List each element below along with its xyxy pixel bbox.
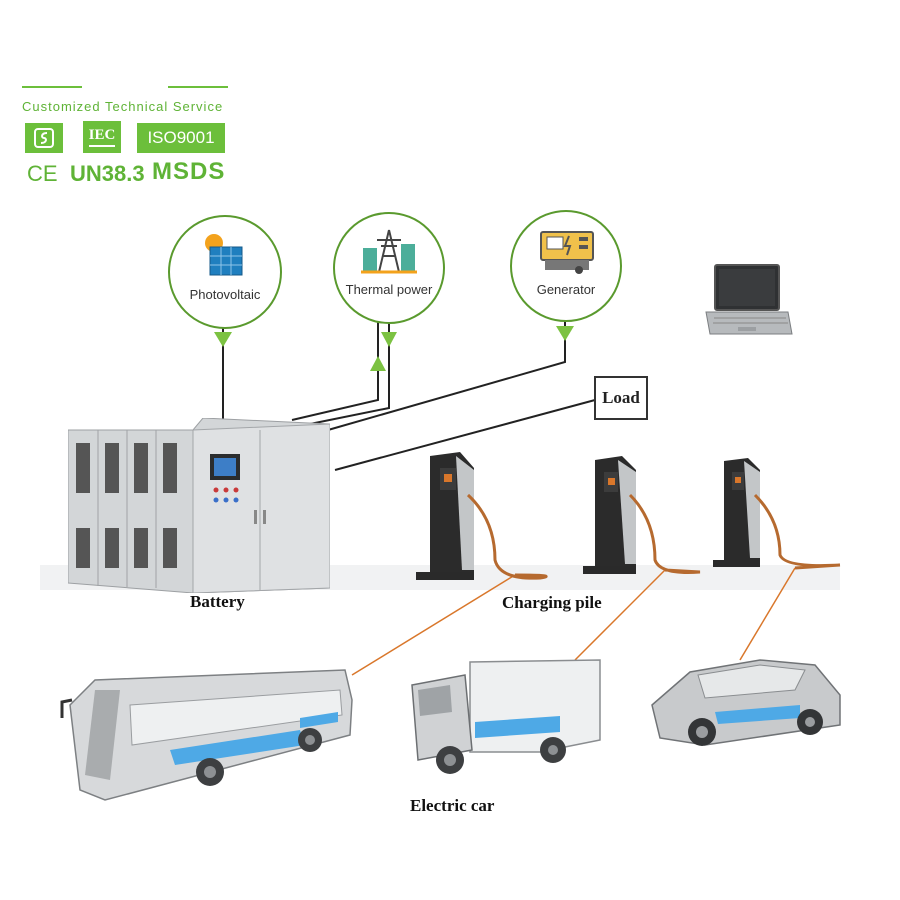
charging-pile-3: [713, 458, 841, 570]
photovoltaic-node: Photovoltaic: [168, 215, 282, 329]
iso-badge: ISO9001: [137, 123, 225, 153]
generator-icon: [540, 231, 594, 274]
arrow-down-thermal: [381, 332, 397, 347]
header-rule-right: [168, 86, 228, 88]
photovoltaic-label: Photovoltaic: [189, 287, 261, 302]
electric-bus: [60, 669, 353, 801]
arrow-up-thermal: [370, 356, 386, 371]
charging-pile-2: [583, 456, 701, 574]
cert-title: Customized Technical Service: [22, 99, 224, 114]
header-rule-left: [22, 86, 82, 88]
msds-mark: MSDS: [152, 158, 226, 185]
charging-pile-1: [416, 452, 548, 580]
cert-s-icon: [25, 123, 63, 153]
power-tower-icon: [361, 229, 417, 274]
generator-label: Generator: [536, 282, 596, 297]
electric-car-label: Electric car: [410, 796, 495, 815]
thermal-power-node: Thermal power: [333, 212, 445, 324]
battery-cabinet: [67, 417, 331, 594]
battery-label: Battery: [190, 592, 245, 611]
electric-suv: [651, 659, 841, 746]
iec-badge: IEC: [83, 121, 121, 153]
load-box: Load: [594, 376, 648, 420]
charging-pile-label: Charging pile: [502, 593, 602, 612]
laptop-icon: [705, 264, 793, 335]
arrow-down-generator: [556, 326, 574, 341]
iec-text: IEC: [88, 127, 116, 143]
un-mark: UN38.3: [70, 161, 145, 186]
ce-mark: CE: [27, 161, 58, 186]
generator-node: Generator: [510, 210, 622, 322]
thermal-power-label: Thermal power: [345, 282, 433, 297]
solar-panel-icon: [205, 234, 243, 276]
arrow-down-photovoltaic: [214, 332, 232, 347]
electric-truck: [411, 659, 601, 774]
